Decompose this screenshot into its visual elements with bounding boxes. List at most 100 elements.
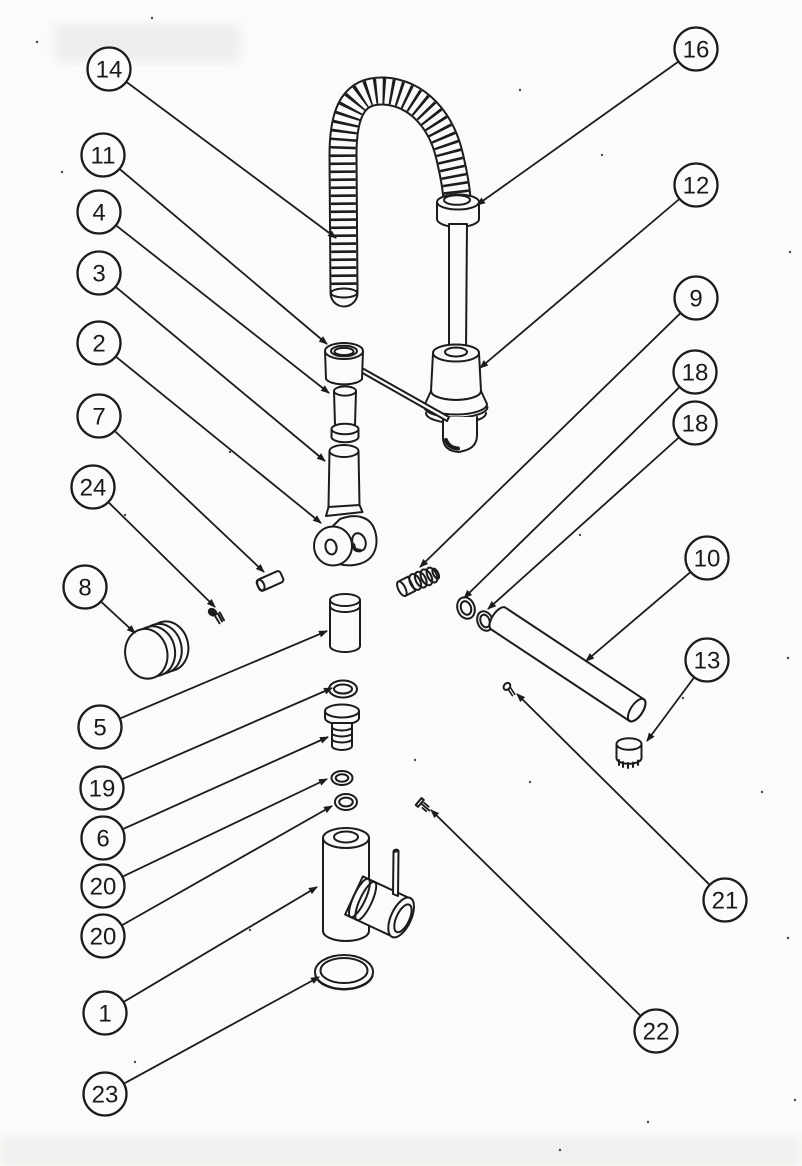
leader-line-3 <box>115 286 326 462</box>
speckle-dot <box>786 656 790 660</box>
balloon-6: 6 <box>80 815 126 861</box>
leader-line-16 <box>476 61 679 206</box>
balloon-number: 9 <box>689 286 702 313</box>
balloon-circle <box>80 815 126 861</box>
leader-line-20 <box>122 805 333 926</box>
handle-lever <box>392 848 400 897</box>
balloon-13: 13 <box>684 637 730 683</box>
balloon-number: 24 <box>80 475 107 502</box>
balloon-18: 18 <box>672 400 718 446</box>
balloon-number: 16 <box>683 37 710 64</box>
scan-speckles <box>35 16 797 1152</box>
balloon-number: 18 <box>682 360 709 387</box>
balloon-number: 8 <box>78 575 91 602</box>
balloon-number: 22 <box>643 1019 670 1046</box>
balloon-23: 23 <box>82 1071 128 1117</box>
balloon-number: 12 <box>683 173 710 200</box>
o-ring-small-upper <box>330 770 354 786</box>
coiled-hose <box>328 76 472 308</box>
speckle-dot <box>681 696 685 700</box>
set-screw <box>207 607 226 625</box>
speckle-dot <box>60 170 64 174</box>
speckle-dot <box>786 936 790 940</box>
balloon-8: 8 <box>62 564 108 610</box>
balloon-12: 12 <box>673 162 719 208</box>
hose-end <box>330 287 358 299</box>
balloon-circle <box>76 393 122 439</box>
leader-line-10 <box>585 571 691 662</box>
leader-line-21 <box>516 693 710 885</box>
leader-line-22 <box>430 809 641 1016</box>
balloon-2: 2 <box>76 320 122 366</box>
gray-smudge <box>55 24 240 62</box>
leader-line-1 <box>123 886 318 1003</box>
balloon-number: 4 <box>92 200 105 227</box>
balloon-1: 1 <box>82 990 128 1036</box>
balloon-number: 10 <box>694 546 721 573</box>
balloon-circle <box>82 990 128 1036</box>
balloon-7: 7 <box>76 393 122 439</box>
balloon-16: 16 <box>673 26 719 72</box>
o-ring-18-upper <box>456 596 476 620</box>
balloon-circle <box>77 704 123 750</box>
valve-housing <box>313 515 378 567</box>
leader-line-11 <box>119 168 328 345</box>
speckle-dot <box>123 513 127 517</box>
scan-artifacts <box>0 24 802 1166</box>
hose-collar-and-spout <box>436 193 480 352</box>
leader-line-18 <box>487 437 679 610</box>
balloon-circle <box>76 250 122 296</box>
balloon-3: 3 <box>76 250 122 296</box>
balloon-21: 21 <box>702 877 748 923</box>
spout-tube <box>448 223 468 352</box>
leader-line-14 <box>126 81 337 239</box>
balloon-20: 20 <box>80 863 126 909</box>
leader-line-6 <box>123 736 329 830</box>
balloon-number: 21 <box>712 888 739 915</box>
balloon-number: 20 <box>90 874 117 901</box>
speckle-dot <box>228 450 232 454</box>
leader-line-12 <box>479 198 680 369</box>
balloon-20: 20 <box>80 913 126 959</box>
leader-line-4 <box>116 225 330 394</box>
stem-tube <box>330 385 360 444</box>
balloon-circle <box>76 320 122 366</box>
balloon-circle <box>672 349 718 395</box>
balloon-number: 6 <box>96 826 109 853</box>
spray-head <box>423 343 489 453</box>
speckle-dot <box>760 790 764 794</box>
speckle-dot <box>518 88 522 92</box>
balloon-circle <box>70 464 116 510</box>
speckle-dot <box>646 1120 650 1124</box>
speckle-dot <box>528 780 532 784</box>
balloon-number: 23 <box>92 1082 119 1109</box>
balloon-circle <box>79 765 125 811</box>
speckle-dot <box>35 40 39 44</box>
balloon-19: 19 <box>79 765 125 811</box>
leader-line-7 <box>114 430 265 573</box>
o-ring-large <box>328 679 358 699</box>
balloon-number: 13 <box>694 648 721 675</box>
leader-line-19 <box>122 687 333 780</box>
balloon-24: 24 <box>70 464 116 510</box>
balloon-4: 4 <box>76 189 122 235</box>
ribbed-cap <box>124 620 190 680</box>
balloon-number: 19 <box>89 776 116 803</box>
tiny-screw-22 <box>414 797 431 813</box>
supply-tube <box>488 606 647 723</box>
balloon-number: 1 <box>98 1001 111 1028</box>
faucet-body <box>322 827 415 942</box>
leader-lines <box>100 61 710 1084</box>
tiny-screw-21 <box>502 681 516 697</box>
valve-cylinder <box>325 444 364 517</box>
balloon-number: 2 <box>92 331 105 358</box>
leader-line-8 <box>100 601 136 634</box>
balloon-14: 14 <box>86 46 132 92</box>
balloon-circle <box>82 1071 128 1117</box>
balloon-18: 18 <box>672 349 718 395</box>
speckle-dot <box>150 16 154 20</box>
speckle-dot <box>600 153 604 157</box>
o-ring-small-lower <box>334 793 358 811</box>
